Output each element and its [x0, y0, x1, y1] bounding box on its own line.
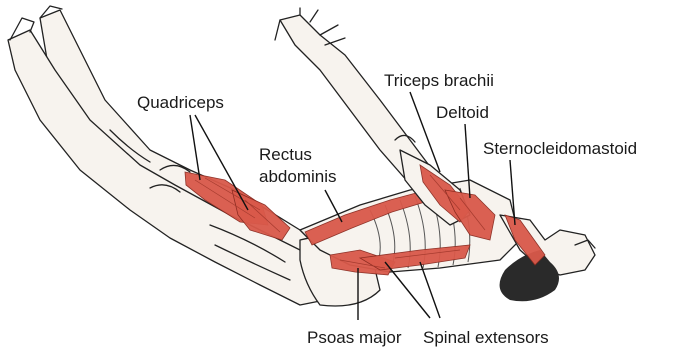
label-rectus-line1: Rectus [259, 145, 312, 164]
label-rectus-line2: abdominis [259, 167, 337, 186]
label-quadriceps: Quadriceps [137, 93, 224, 112]
label-sterno: Sternocleidomastoid [483, 139, 637, 158]
label-triceps: Triceps brachii [384, 71, 494, 90]
label-spinal: Spinal extensors [423, 328, 549, 347]
label-deltoid: Deltoid [436, 103, 489, 122]
label-psoas: Psoas major [307, 328, 402, 347]
